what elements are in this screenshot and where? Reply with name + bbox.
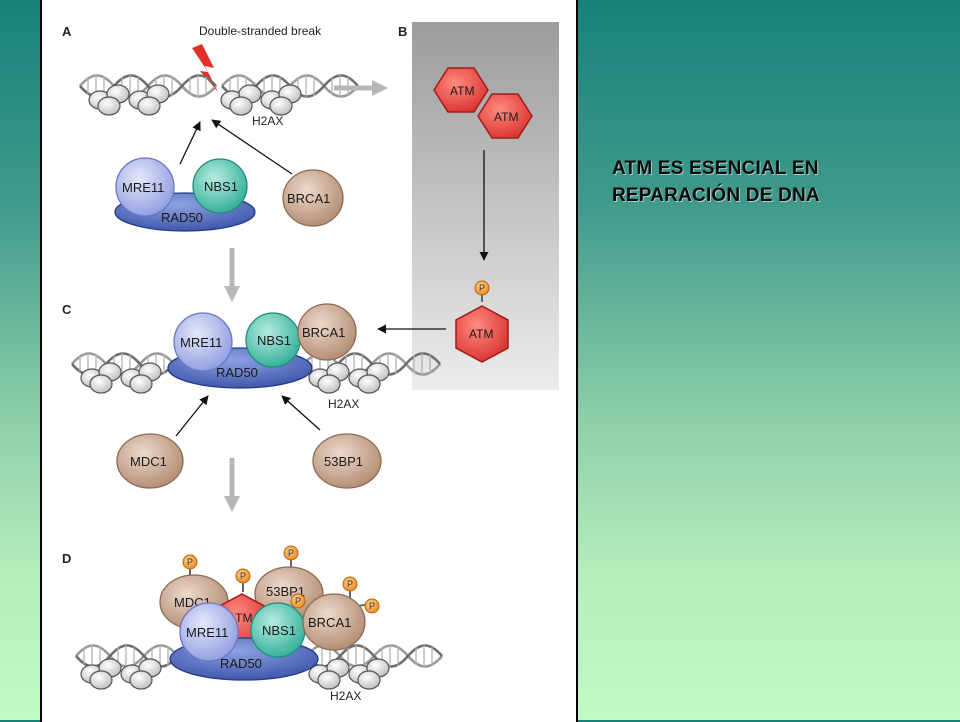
histones-left-d — [80, 658, 162, 690]
phospho-label-d5: P — [347, 579, 353, 589]
mdc1-label-c: MDC1 — [130, 454, 167, 469]
brca1-c — [297, 303, 357, 361]
mre11-label-c: MRE11 — [180, 335, 222, 350]
atm-dimer-1 — [433, 67, 489, 113]
mrn-complex-c: RAD50 MRE11 NBS1 BRCA1 — [167, 303, 357, 389]
mre11-label-a: MRE11 — [122, 180, 164, 195]
nbs1-label-a: NBS1 — [204, 179, 238, 194]
histones-left-c — [80, 362, 162, 394]
panel-label-c: C — [62, 302, 72, 317]
figure-panel: A Double-stranded break H2AX RAD50 MRE11… — [40, 0, 578, 722]
phospho-label-d1: P — [187, 557, 193, 567]
panel-label-b: B — [398, 24, 407, 39]
atm-dimer-2 — [477, 93, 533, 139]
phospho-label-d4: P — [295, 596, 301, 606]
brca1-label-a: BRCA1 — [287, 191, 330, 206]
slide-title-line-1: ATM ES ESENCIAL EN — [612, 158, 819, 179]
53bp1-label-c: 53BP1 — [324, 454, 363, 469]
rad50-label-d: RAD50 — [220, 656, 262, 671]
h2ax-label-d: H2AX — [330, 689, 361, 703]
panel-label-a: A — [62, 24, 72, 39]
phospho-label-d6: P — [369, 601, 375, 611]
brca1-a — [282, 169, 344, 227]
arrow-mdc1-to-c — [175, 395, 209, 437]
arrow-53bp1-to-c — [281, 395, 321, 431]
h2ax-label-a: H2AX — [252, 114, 283, 128]
atm-label-active: ATM — [469, 327, 493, 341]
arrow-brca1-to-break — [211, 119, 293, 175]
brca1-d — [302, 593, 366, 651]
h2ax-label-c: H2AX — [328, 397, 359, 411]
nbs1-a — [192, 158, 248, 214]
arrow-mrn-to-break — [179, 121, 201, 165]
phospho-label-d3: P — [288, 548, 294, 558]
histones-left-a — [88, 84, 170, 116]
rad50-label-c: RAD50 — [216, 365, 258, 380]
brca1-label-d: BRCA1 — [308, 615, 351, 630]
rad50-label-a: RAD50 — [161, 210, 203, 225]
atm-active — [455, 305, 509, 363]
mdc1-c — [116, 433, 184, 489]
mre11-c — [173, 312, 233, 372]
phospho-label-d2: P — [240, 571, 246, 581]
slide-title: ATM ES ESENCIAL EN REPARACIÓN DE DNA — [612, 155, 912, 209]
repair-complex-d: MDC1 53BP1 ATM RAD50 MRE11 NBS1 BRCA1 P … — [159, 545, 380, 681]
break-label: Double-stranded break — [199, 24, 322, 38]
53bp1-c — [312, 433, 382, 489]
nbs1-label-c: NBS1 — [257, 333, 291, 348]
atm-label-b1: ATM — [450, 84, 474, 98]
mre11-d — [179, 602, 239, 662]
atm-label-b2: ATM — [494, 110, 518, 124]
slide-title-line-2: REPARACIÓN DE DNA — [612, 185, 820, 206]
dna-repair-diagram: A Double-stranded break H2AX RAD50 MRE11… — [62, 22, 559, 703]
panel-label-d: D — [62, 551, 71, 566]
nbs1-label-d: NBS1 — [262, 623, 296, 638]
phospho-label-b: P — [479, 283, 485, 293]
brca1-label-c: BRCA1 — [302, 325, 345, 340]
mrn-complex-a: RAD50 MRE11 NBS1 — [114, 157, 256, 232]
histones-right-c — [308, 362, 390, 394]
mre11-a — [115, 157, 175, 217]
mre11-label-d: MRE11 — [186, 625, 228, 640]
